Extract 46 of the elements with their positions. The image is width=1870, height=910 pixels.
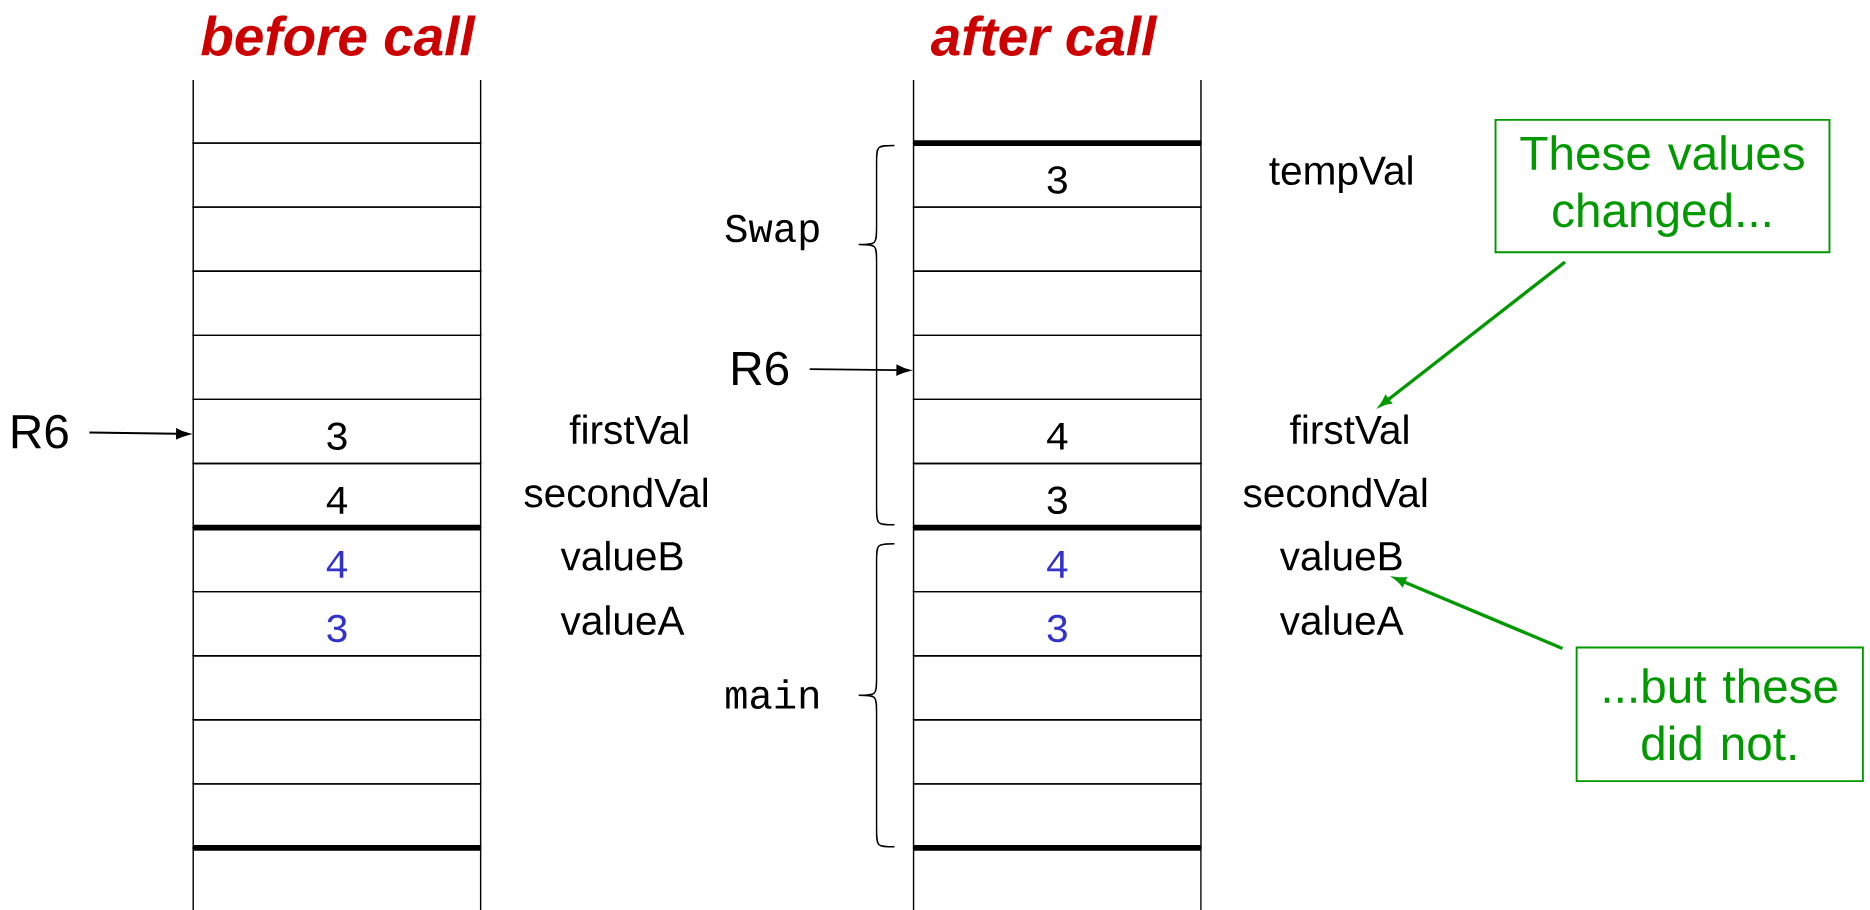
callout-box: These values changed... [1494,118,1831,254]
stack-cell [912,270,1202,337]
register-label: R6 [12,414,68,449]
stack-cell [192,847,482,910]
stack-cell [192,206,482,273]
stack-cell [192,334,482,401]
stack-cell [192,270,482,337]
frame-label: main [726,679,818,709]
stack-cell [912,334,1202,401]
stack-cell [912,783,1202,849]
heading: after call [930,15,1158,56]
stack-cell: 3 [912,590,1202,657]
stack-cell: 4 [192,526,482,593]
stack-cell [192,79,482,144]
variable-name: valueA [1279,605,1404,636]
stack-cell [192,142,482,208]
variable-name: valueA [560,605,685,636]
stack-cell: 3 [192,590,482,657]
frame-label: Swap [725,214,819,251]
variable-name: secondVal [1243,477,1427,508]
variable-name: firstVal [569,414,688,445]
callout-box: ...but these did not. [1575,646,1864,783]
variable-name: secondVal [524,477,707,508]
stack-cell [192,719,482,785]
arrow [808,364,910,376]
heading: before call [201,15,476,56]
stack-cell: 4 [912,398,1202,465]
stack-cell: 4 [192,462,482,529]
variable-name: firstVal [1290,414,1408,445]
stack-cell [192,655,482,721]
stack-cell: 3 [912,142,1202,208]
stack-cell [912,847,1202,910]
stack-cell [912,79,1202,144]
variable-name: valueB [560,540,683,571]
stack-cell [912,655,1202,721]
stack-cell: 4 [912,526,1202,593]
stack-cell [912,719,1202,785]
variable-name: valueB [1279,540,1402,571]
stack-cell [912,206,1202,273]
stack-cell: 3 [192,398,482,465]
arrow [1379,260,1567,407]
stack-cell [192,783,482,849]
register-label: R6 [733,351,789,386]
arrow [88,428,190,440]
stack-cell: 3 [912,462,1202,529]
variable-name: tempVal [1269,155,1412,194]
